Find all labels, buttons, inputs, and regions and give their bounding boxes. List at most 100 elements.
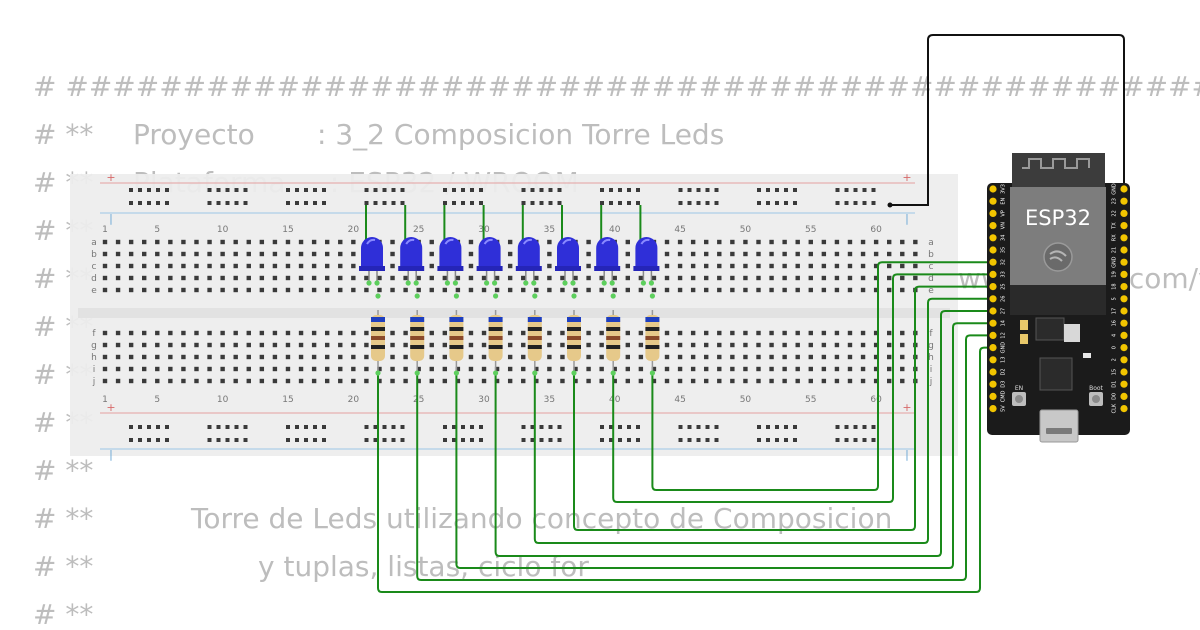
esp32-pin-label: 35 <box>1001 247 1007 253</box>
breadboard-hole <box>155 342 160 348</box>
breadboard-hole <box>311 263 317 269</box>
esp32-pin-label: 2 <box>1112 358 1118 361</box>
breadboard-hole <box>625 263 630 269</box>
rail-hole <box>521 188 526 192</box>
breadboard-hole <box>285 342 291 348</box>
rail-hole <box>793 188 797 192</box>
breadboard-hole <box>677 354 683 360</box>
espressif-logo-icon <box>1043 242 1073 272</box>
breadboard-hole <box>115 378 121 384</box>
breadboard-hole <box>220 251 225 257</box>
rail-hole <box>138 425 142 429</box>
rail-hole <box>687 425 692 429</box>
esp32-pin <box>1120 392 1128 400</box>
breadboard-hole <box>102 275 108 281</box>
led-body <box>361 237 383 268</box>
led-body <box>557 237 579 268</box>
esp32-pin <box>1120 405 1128 413</box>
code-line-prefix: # ** <box>33 454 94 487</box>
breadboard-hole <box>338 287 343 293</box>
breadboard-hole <box>233 342 238 348</box>
breadboard-hole <box>207 354 212 360</box>
breadboard-hole <box>704 354 709 360</box>
breadboard-hole <box>207 251 212 257</box>
breadboard-hole <box>338 330 343 336</box>
breadboard-hole <box>704 239 709 245</box>
rail-hole <box>557 201 562 205</box>
code-line-prefix: # ** <box>33 550 94 583</box>
rail-hole <box>364 425 369 429</box>
rail-hole <box>470 425 474 429</box>
rail-hole <box>225 438 230 442</box>
breadboard-hole <box>324 330 330 336</box>
rail-hole <box>548 438 553 442</box>
rail-hole <box>600 438 604 442</box>
breadboard-hole <box>377 366 382 372</box>
rail-hole <box>443 188 447 192</box>
rail-hole <box>757 438 761 442</box>
breadboard-hole <box>860 330 866 336</box>
esp32-pin <box>989 405 997 413</box>
breadboard-hole <box>233 275 238 281</box>
breadboard-hole <box>102 251 108 257</box>
esp32-pin <box>989 344 997 352</box>
breadboard-hole <box>338 251 343 257</box>
row-letter-label: i <box>930 365 933 375</box>
rail-hole <box>862 438 867 442</box>
esp32-pin <box>989 270 997 278</box>
breadboard-hole <box>821 239 827 245</box>
esp32-pin-label: 27 <box>1001 308 1007 314</box>
breadboard-hole <box>246 275 251 281</box>
resistor-band <box>410 327 425 331</box>
breadboard-hole <box>873 251 879 257</box>
breadboard-hole <box>573 287 578 293</box>
breadboard-hole <box>507 330 513 336</box>
esp32-pin <box>1120 283 1128 291</box>
breadboard-hole <box>403 330 408 336</box>
breadboard-hole <box>560 378 565 384</box>
resistor-band <box>449 345 464 349</box>
esp32-pin-label: 5 <box>1112 297 1118 300</box>
breadboard-hole <box>390 330 395 336</box>
breadboard-hole <box>324 275 330 281</box>
rail-hole <box>530 188 535 192</box>
breadboard-hole <box>664 239 670 245</box>
breadboard-hole <box>115 239 121 245</box>
rail-hole <box>714 425 719 429</box>
breadboard-hole <box>717 251 722 257</box>
breadboard-hole <box>142 251 147 257</box>
signal-wire <box>533 297 993 544</box>
breadboard-hole <box>181 263 186 269</box>
rail-hole <box>696 188 701 192</box>
espressif-logo-swirl-icon <box>1049 250 1067 262</box>
resistor-band <box>410 317 425 322</box>
breadboard-hole <box>913 251 918 257</box>
rail-hole <box>147 188 151 192</box>
rail-hole <box>286 438 290 442</box>
esp32-pin-label: D0 <box>1112 393 1118 400</box>
breadboard-hole <box>115 251 121 257</box>
esp32-pin-label: 12 <box>1001 332 1007 338</box>
breadboard-hole <box>599 342 604 348</box>
breadboard-hole <box>847 239 853 245</box>
connection-point <box>531 280 537 286</box>
breadboard-hole <box>442 342 448 348</box>
resistor-band <box>410 345 425 349</box>
breadboard-hole <box>194 251 199 257</box>
breadboard-hole <box>128 354 134 360</box>
breadboard-hole <box>168 342 173 348</box>
rail-hole <box>364 188 369 192</box>
esp32-pin-label: 17 <box>1112 308 1118 314</box>
breadboard-hole <box>821 275 827 281</box>
rail-hole <box>216 438 221 442</box>
resistor-band <box>371 345 385 349</box>
rail-plus-label: + <box>106 171 115 184</box>
led-rim <box>437 266 464 271</box>
breadboard-hole <box>233 354 238 360</box>
breadboard-hole <box>298 287 304 293</box>
rail-hole <box>793 201 797 205</box>
led-highlight-icon <box>640 238 650 245</box>
resistor-band <box>527 345 542 349</box>
breadboard-hole <box>324 342 330 348</box>
breadboard-hole <box>285 251 291 257</box>
